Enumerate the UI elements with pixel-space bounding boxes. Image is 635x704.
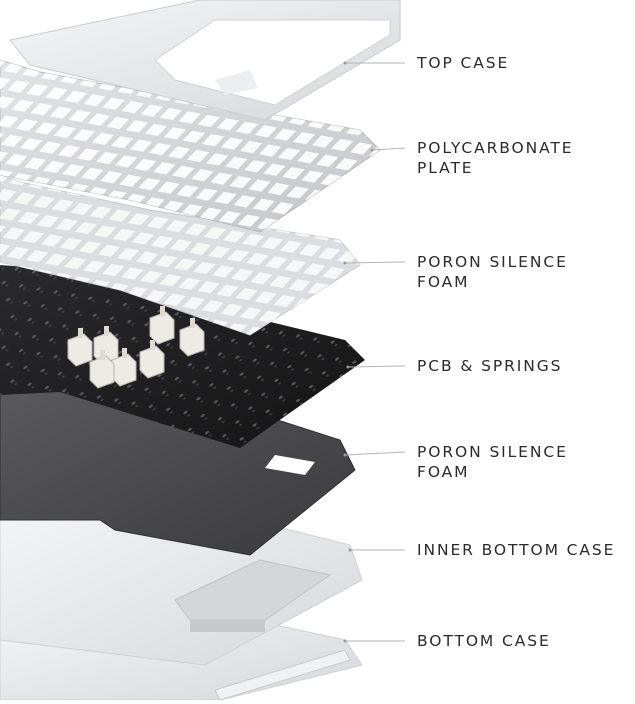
label-line: PLATE — [417, 159, 474, 177]
label-line: POLYCARBONATE — [417, 139, 574, 157]
leader-line-polycarbonate-plate — [371, 147, 406, 151]
switch — [149, 306, 175, 345]
label-line: PORON SILENCE — [417, 253, 568, 271]
label-pcb-and-springs: PCB & SPRINGS — [417, 356, 562, 376]
label-line: PCB & SPRINGS — [417, 357, 563, 375]
leader-line-poron-silence-foam-lower — [344, 451, 406, 456]
label-line: TOP CASE — [417, 54, 510, 72]
switch — [139, 340, 165, 379]
label-line: INNER BOTTOM CASE — [417, 541, 616, 559]
leader-dot-poron-silence-foam-upper — [343, 261, 347, 265]
leader-dot-poron-silence-foam-lower — [343, 453, 347, 457]
switch — [89, 350, 115, 389]
switch — [67, 328, 93, 367]
label-inner-bottom-case: INNER BOTTOM CASE — [417, 540, 615, 560]
leader-dot-pcb-and-springs — [346, 365, 350, 369]
label-polycarbonate-plate: POLYCARBONATE PLATE — [417, 138, 573, 178]
label-bottom-case: BOTTOM CASE — [417, 631, 551, 651]
inner-bottom-case-layer — [0, 504, 363, 666]
label-poron-silence-foam-upper: PORON SILENCE FOAM — [417, 252, 568, 292]
leader-dot-bottom-case — [343, 639, 347, 643]
top-case-layer — [9, 0, 401, 121]
leader-lines — [343, 61, 406, 643]
label-line: PORON SILENCE — [417, 443, 568, 461]
label-line: BOTTOM CASE — [417, 632, 551, 650]
label-line: FOAM — [417, 463, 470, 481]
label-line: FOAM — [417, 273, 470, 291]
lower-foam-layer — [0, 389, 356, 556]
upper-foam-layer — [0, 174, 361, 336]
label-poron-silence-foam-lower: PORON SILENCE FOAM — [417, 442, 568, 482]
leader-line-pcb-and-springs — [347, 365, 406, 368]
leader-dot-polycarbonate-plate — [370, 148, 374, 152]
leader-dot-top-case — [343, 61, 347, 65]
leader-line-poron-silence-foam-upper — [344, 261, 406, 264]
switches — [67, 306, 205, 389]
pcb-layer — [0, 265, 365, 448]
leader-dot-inner-bottom-case — [348, 548, 352, 552]
label-top-case: TOP CASE — [417, 53, 509, 73]
switch — [179, 318, 205, 357]
